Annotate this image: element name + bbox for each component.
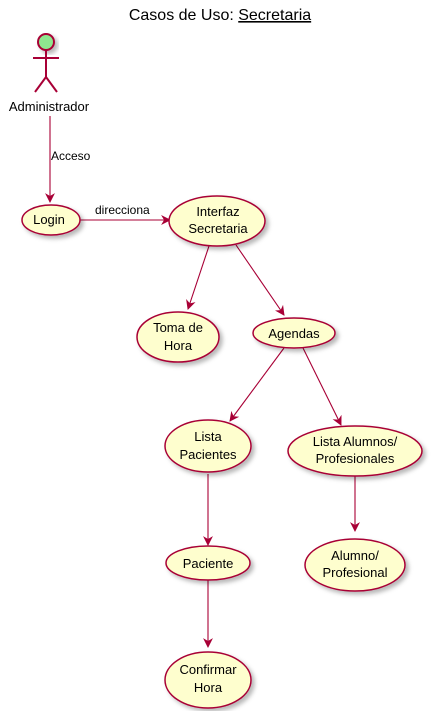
usecase-label: Secretaria bbox=[188, 221, 248, 236]
edge-interfaz-agendas bbox=[235, 244, 285, 316]
usecase-label: Alumno/ bbox=[331, 548, 379, 563]
edge-label-acceso: Acceso bbox=[51, 149, 91, 163]
usecase-paciente[interactable] bbox=[165, 545, 251, 581]
usecase-label: Profesional bbox=[322, 565, 387, 580]
usecase-login[interactable] bbox=[21, 204, 81, 236]
actor-label: Administrador bbox=[9, 99, 90, 114]
usecase-label: Agendas bbox=[268, 326, 320, 341]
usecase-label: Interfaz bbox=[196, 204, 239, 219]
usecase-label: Lista Alumnos/ bbox=[313, 434, 398, 449]
edge-agendas-alumnos bbox=[302, 347, 342, 426]
actor-administrador[interactable]: Administrador bbox=[9, 33, 90, 114]
usecase-label: Toma de bbox=[153, 320, 203, 335]
usecase-agendas[interactable] bbox=[252, 317, 336, 349]
usecase-lista-alumnos-profesionales[interactable] bbox=[287, 425, 423, 477]
edge-agendas-pacientes bbox=[229, 347, 285, 422]
usecase-label: Paciente bbox=[183, 556, 234, 571]
usecase-label: Login bbox=[33, 212, 65, 227]
usecase-interfaz-secretaria[interactable] bbox=[168, 195, 266, 247]
usecase-label: Lista bbox=[194, 429, 222, 444]
usecase-label: Confirmar bbox=[179, 662, 237, 677]
diagram-title: Casos de Uso: Secretaria bbox=[129, 7, 311, 24]
usecase-label: Hora bbox=[194, 680, 223, 695]
usecase-label: Hora bbox=[164, 338, 193, 353]
usecase-confirmar-hora[interactable] bbox=[164, 651, 252, 709]
usecase-label: Profesionales bbox=[316, 451, 395, 466]
usecase-label: Pacientes bbox=[179, 447, 237, 462]
usecase-toma-de-hora[interactable] bbox=[136, 311, 220, 363]
usecase-alumno-profesional[interactable] bbox=[304, 538, 406, 592]
edge-interfaz-toma bbox=[186, 245, 210, 310]
edge-label-direcciona: direcciona bbox=[95, 203, 150, 217]
stick-figure-icon bbox=[33, 33, 59, 93]
usecase-lista-pacientes[interactable] bbox=[164, 419, 252, 473]
